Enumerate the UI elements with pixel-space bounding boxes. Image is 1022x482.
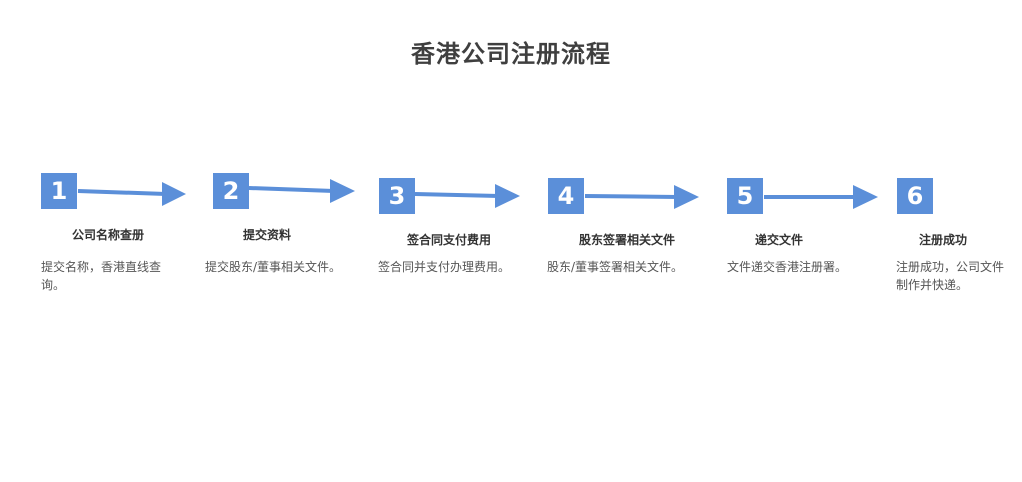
step-2-description: 提交股东/董事相关文件。 — [205, 260, 342, 274]
step-1-number: 1 — [41, 173, 77, 209]
step-4-description: 股东/董事签署相关文件。 — [547, 260, 684, 274]
arrow-3-4 — [414, 184, 520, 208]
step-6-description: 注册成功，公司文件制作并快递。 — [896, 260, 1005, 292]
diagram-title: 香港公司注册流程 — [411, 40, 611, 68]
step-6-label: 注册成功 — [919, 233, 968, 247]
step-4-label: 股东签署相关文件 — [579, 233, 676, 247]
step-6-number: 6 — [897, 178, 933, 214]
step-5-number: 5 — [727, 178, 763, 214]
step-1-label: 公司名称查册 — [72, 228, 145, 242]
arrow-2-3 — [248, 179, 355, 203]
step-5-description: 文件递交香港注册署。 — [727, 260, 848, 274]
arrow-4-5 — [584, 185, 699, 209]
step-2-label: 提交资料 — [243, 228, 292, 242]
step-4-number: 4 — [548, 178, 584, 214]
step-2-number: 2 — [213, 173, 249, 209]
step-3-description: 签合同并支付办理费用。 — [378, 260, 511, 274]
arrow-5-6 — [764, 185, 878, 209]
step-3-label: 签合同支付费用 — [407, 233, 492, 247]
step-3-number: 3 — [379, 178, 415, 214]
step-1-description: 提交名称，香港直线查询。 — [41, 260, 162, 292]
step-5-label: 递交文件 — [755, 233, 804, 247]
arrow-1-2 — [77, 182, 186, 206]
